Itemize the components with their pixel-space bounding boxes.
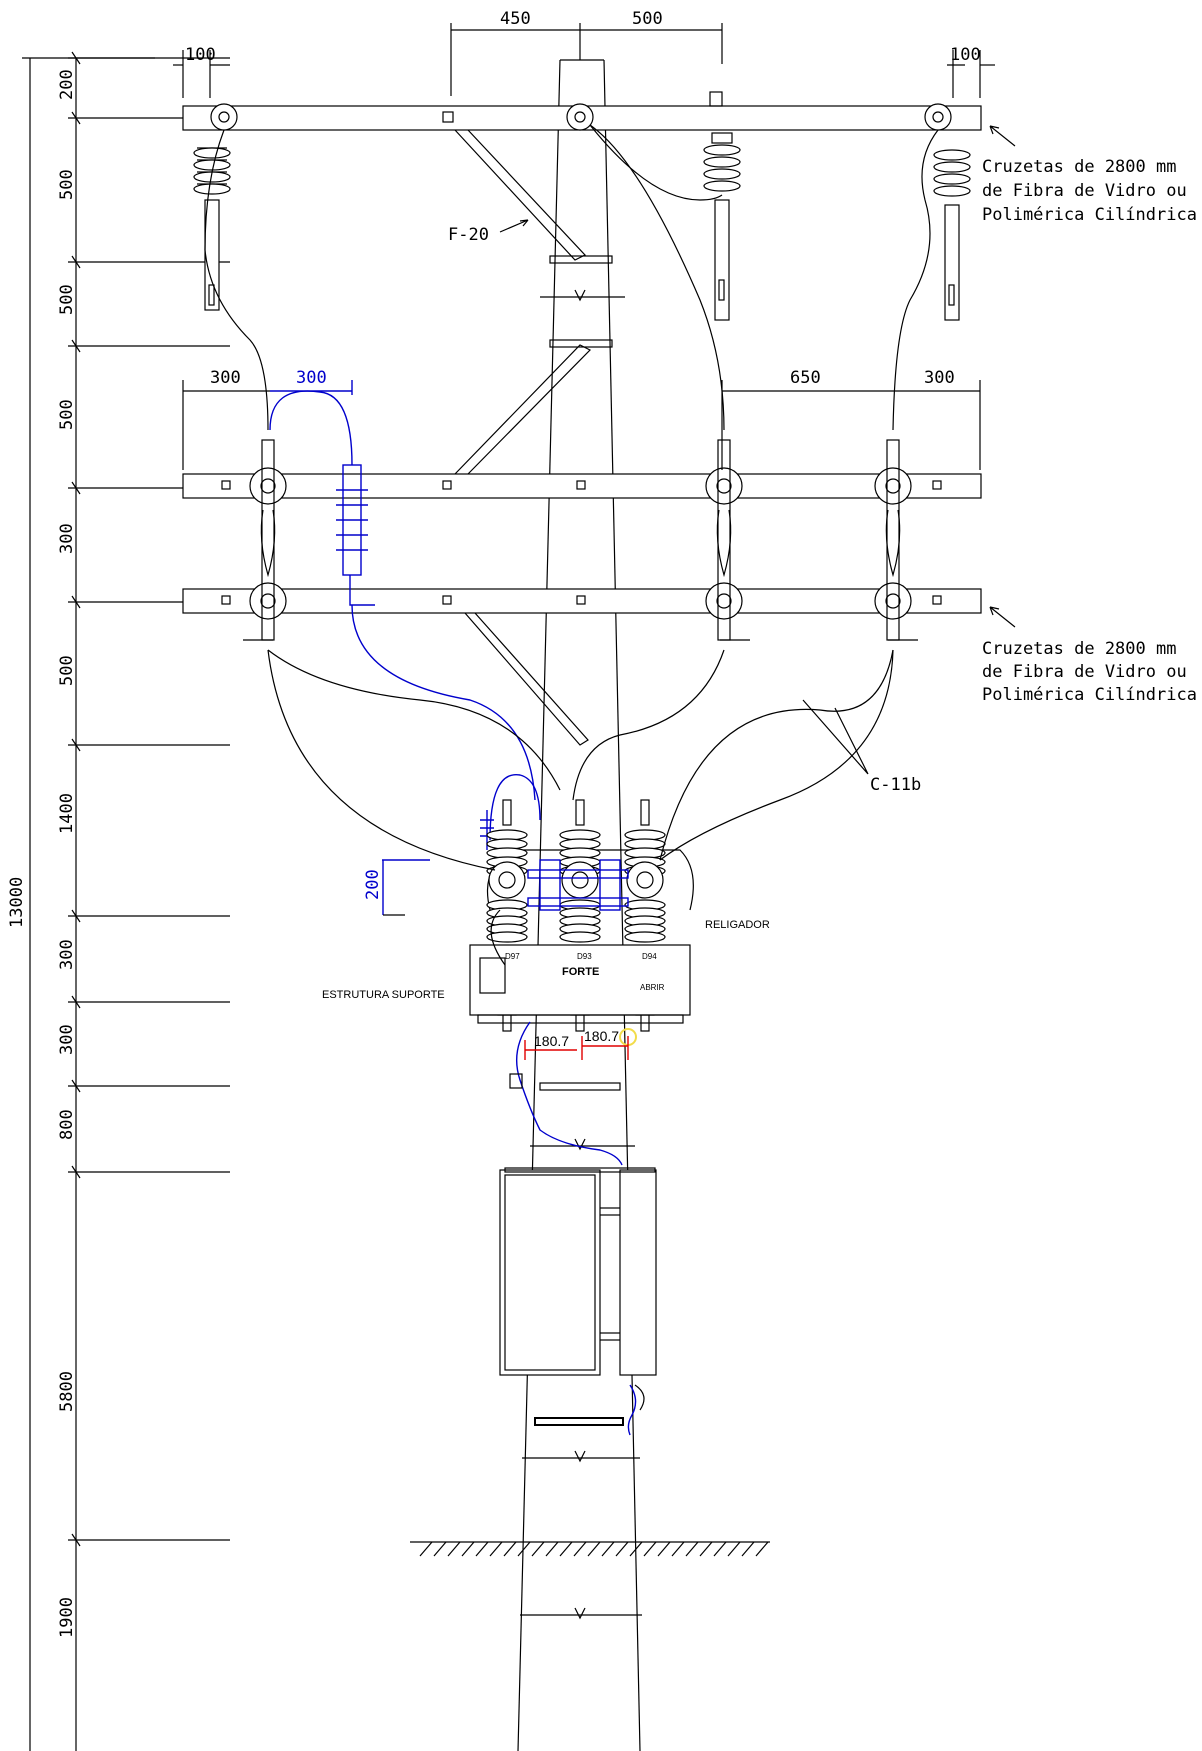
connector-label: C-11b [870, 775, 921, 795]
surge-arrester-blue [269, 390, 541, 850]
vdim-label: 5800 [57, 1371, 77, 1412]
dim-300-right: 300 [924, 368, 955, 388]
middle-crossarm-lower [182, 588, 982, 614]
crossarm-callout-top: Cruzetas de 2800 mm de Fibra de Vidro ou… [982, 157, 1197, 225]
dim-200-center [382, 859, 430, 915]
crossarm-top-line-1: Cruzetas de 2800 mm [982, 157, 1176, 177]
disconnect-switches [243, 439, 918, 641]
crossarm-bottom-line-1: Cruzetas de 2800 mm [982, 639, 1176, 659]
brace-label: F-20 [448, 225, 489, 245]
vdim-label: 200 [57, 69, 77, 100]
dim-650: 650 [790, 368, 821, 388]
dim-300-blue: 300 [296, 368, 327, 388]
recloser [469, 799, 694, 1032]
panel-label-2: D93 [577, 952, 592, 961]
crossarm-top-line-3: Polimérica Cilíndrica [982, 205, 1197, 225]
vdim-label: 500 [57, 655, 77, 686]
vdim-label: 500 [57, 284, 77, 315]
ground-wire [516, 1021, 623, 1166]
panel-label-1: D97 [505, 952, 520, 961]
dim-300-left: 300 [210, 368, 241, 388]
dim-100-right: 100 [950, 45, 981, 65]
crossarm-callout-bottom: Cruzetas de 2800 mm de Fibra de Vidro ou… [982, 639, 1197, 705]
vdim-label: 300 [57, 939, 77, 970]
horizontal-dimensions-blue [270, 380, 353, 395]
dim-180-left: 180.7 [534, 1033, 569, 1049]
pin-insulator-center [566, 103, 594, 131]
dim-200: 200 [363, 869, 383, 900]
support-structure-label: ESTRUTURA SUPORTE [322, 989, 445, 1001]
vdim-label: 500 [57, 169, 77, 200]
pin-insulator-right-1 [703, 132, 741, 321]
dim-450: 450 [500, 9, 531, 29]
control-cabinet [499, 1167, 657, 1376]
middle-crossarm-upper [182, 473, 982, 499]
vertical-segment-labels: 200 500 500 500 300 500 1400 300 300 800… [57, 69, 77, 1638]
callout-leaders [499, 125, 1016, 775]
crossarm-top-line-2: de Fibra de Vidro ou [982, 181, 1187, 201]
red-dimensions [524, 1036, 629, 1060]
pin-insulator-left [193, 103, 238, 311]
crossarm-bottom-line-2: de Fibra de Vidro ou [982, 662, 1187, 682]
pin-insulator-right-2 [924, 103, 971, 321]
vdim-label: 500 [57, 399, 77, 430]
panel-label-4: ABRIR [640, 983, 665, 992]
dim-500: 500 [632, 9, 663, 29]
crossarm-bottom-line-3: Polimérica Cilíndrica [982, 685, 1197, 705]
vdim-label: 300 [57, 1024, 77, 1055]
total-height-label: 13000 [7, 877, 27, 928]
horizontal-dimensions [173, 23, 995, 470]
recloser-label: RELIGADOR [705, 919, 770, 931]
vdim-label: 800 [57, 1109, 77, 1140]
brand-label: FORTE [562, 966, 599, 978]
dim-180-right: 180.7 [584, 1028, 619, 1044]
panel-label-3: D94 [642, 952, 657, 961]
vdim-label: 1900 [57, 1597, 77, 1638]
top-crossarm [182, 91, 982, 321]
vdim-label: 300 [57, 523, 77, 554]
vdim-label: 1400 [57, 793, 77, 834]
dim-100-left: 100 [185, 45, 216, 65]
conductors [204, 124, 939, 966]
ground-line [410, 1541, 770, 1557]
vertical-dimension-chain [22, 51, 230, 1751]
